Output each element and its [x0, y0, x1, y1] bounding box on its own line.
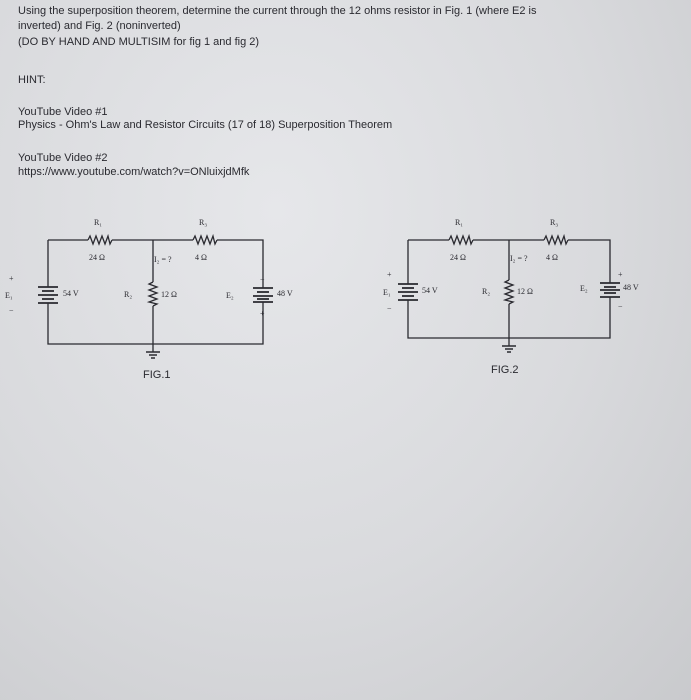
- video1-title: YouTube Video #1: [18, 106, 108, 118]
- fig1-r2-name: R₂: [124, 290, 132, 299]
- fig1-r2-value: 12 Ω: [161, 290, 177, 299]
- fig2-r3-name: R₃: [550, 218, 558, 227]
- problem-line-2: inverted) and Fig. 2 (noninverted): [18, 20, 181, 32]
- fig2-r3-value: 4 Ω: [546, 253, 558, 262]
- fig2-ground-icon: [502, 345, 516, 353]
- fig1-e2-name: E₂: [226, 291, 234, 300]
- fig2-e2-battery: [600, 282, 620, 298]
- fig2-e1-minus: −: [387, 304, 392, 313]
- fig2-e1-plus: +: [387, 270, 392, 279]
- fig2-e2-name: E₂: [580, 284, 588, 293]
- problem-line-1: Using the superposition theorem, determi…: [18, 5, 537, 17]
- video2-url[interactable]: https://www.youtube.com/watch?v=ONluixjd…: [18, 166, 250, 178]
- fig1-e1-plus: +: [9, 274, 14, 283]
- video1-description: Physics - Ohm's Law and Resistor Circuit…: [18, 119, 393, 131]
- fig2-r2-name: R₂: [482, 287, 490, 296]
- fig2-r1-resistor: [448, 233, 474, 246]
- fig2-r1-value: 24 Ω: [450, 253, 466, 262]
- fig1-e2-battery: [253, 287, 273, 303]
- figure-1: R₁ 24 Ω R₃ 4 Ω I₂ = ? R₂ 12 Ω E₁ 54 V + …: [5, 218, 293, 381]
- fig1-e1-name: E₁: [5, 291, 13, 300]
- fig1-r1-name: R₁: [94, 218, 102, 227]
- fig1-r3-value: 4 Ω: [195, 253, 207, 262]
- fig2-e1-battery: [398, 283, 418, 301]
- fig2-r2-value: 12 Ω: [517, 287, 533, 296]
- fig2-caption: FIG.2: [491, 364, 519, 376]
- fig2-e2-minus: −: [618, 302, 623, 311]
- fig1-e1-value: 54 V: [63, 289, 79, 298]
- fig1-r1-value: 24 Ω: [89, 253, 105, 262]
- problem-line-3: (DO BY HAND AND MULTISIM for fig 1 and f…: [18, 36, 260, 48]
- fig1-r3-resistor: [192, 233, 218, 246]
- fig1-r2-resistor: [146, 281, 159, 307]
- fig2-e2-plus: +: [618, 270, 623, 279]
- fig1-e1-minus: −: [9, 306, 14, 315]
- fig2-r2-resistor: [502, 279, 515, 305]
- fig1-ground-icon: [146, 351, 160, 359]
- fig1-i2-label: I₂ = ?: [154, 255, 172, 264]
- fig1-r1-resistor: [87, 233, 113, 246]
- fig2-e1-value: 54 V: [422, 286, 438, 295]
- fig2-r1-name: R₁: [455, 218, 463, 227]
- fig2-e1-name: E₁: [383, 288, 391, 297]
- fig1-e2-value: 48 V: [277, 289, 293, 298]
- hint-title: HINT:: [18, 74, 46, 86]
- fig1-e2-minus: −: [260, 275, 265, 284]
- fig1-e1-battery: [38, 286, 58, 304]
- fig1-e2-plus: +: [260, 309, 265, 318]
- fig2-i2-label: I₂ = ?: [510, 254, 528, 263]
- fig1-r3-name: R₃: [199, 218, 207, 227]
- video2-title: YouTube Video #2: [18, 152, 108, 164]
- fig2-r3-resistor: [543, 233, 569, 246]
- fig1-caption: FIG.1: [143, 369, 171, 381]
- fig2-e2-value: 48 V: [623, 283, 639, 292]
- figure-2: R₁ 24 Ω R₃ 4 Ω I₂ = ? R₂ 12 Ω E₁ 54 V + …: [383, 218, 639, 376]
